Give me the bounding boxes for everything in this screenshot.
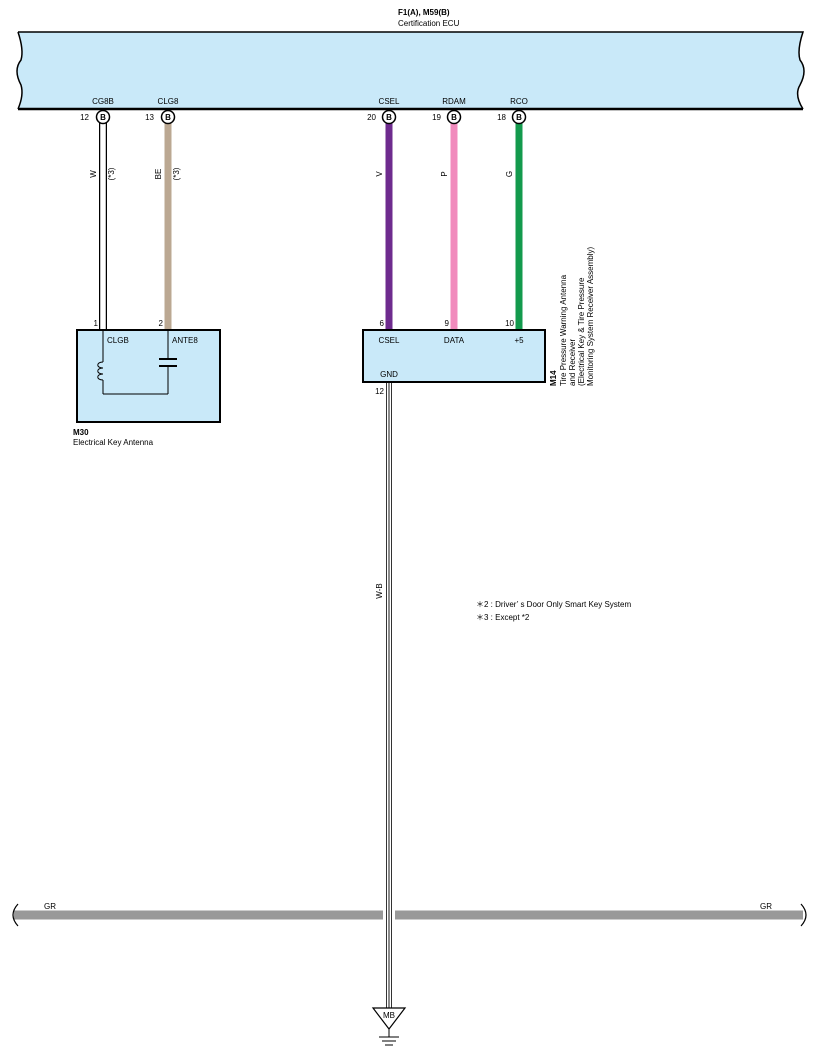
receiver-pin-number-6: 6 <box>380 319 385 328</box>
ecu-box <box>16 31 805 111</box>
ecu-pin-number-rdam: 19 <box>432 113 441 122</box>
note-line: ＊2 : Driver’ s Door Only Smart Key Syste… <box>476 600 631 609</box>
antenna-pin-label-ante8: ANTE8 <box>172 336 198 345</box>
ecu-pin-terminal: B <box>95 109 111 125</box>
ecu-name: Certification ECU <box>398 19 460 28</box>
antenna-name: Electrical Key Antenna <box>73 438 154 447</box>
antenna-pin-label-clgb: CLGB <box>107 336 129 345</box>
ecu-pin-terminal: B <box>511 109 527 125</box>
wire-label-be: BE <box>154 169 163 180</box>
receiver-name-line: (Electrical Key & Tire Pressure <box>577 277 586 386</box>
receiver-pin-label-csel: CSEL <box>379 336 400 345</box>
receiver-pin-number-9: 9 <box>445 319 450 328</box>
antenna-pin-number-1: 1 <box>94 319 99 328</box>
capacitor-icon <box>159 331 177 394</box>
receiver-name-line: Monitoring System Receiver Assembly) <box>586 247 595 386</box>
antenna-pin-number-2: 2 <box>159 319 164 328</box>
ecu-pin-label-rdam: RDAM <box>442 97 466 106</box>
ecu-pin-label-cg8b: CG8B <box>92 97 114 106</box>
receiver-code: M14 <box>549 370 558 386</box>
receiver-gnd-pin-number: 12 <box>375 387 384 396</box>
receiver-name-line: Tire Pressure Warning Antenna <box>559 274 568 386</box>
ecu-pin-label-clg8: CLG8 <box>158 97 179 106</box>
ecu-pin-number-rco: 18 <box>497 113 506 122</box>
antenna-code: M30 <box>73 428 89 437</box>
ecu-pin-terminal: B <box>446 109 462 125</box>
ecu-pin-label-rco: RCO <box>510 97 528 106</box>
receiver-pin-number-10: 10 <box>505 319 514 328</box>
antenna-box <box>76 329 221 423</box>
ecu-pin-connector-rco: B <box>516 113 522 122</box>
wire-note-be: (*3) <box>172 167 181 180</box>
gr-bus <box>12 903 807 927</box>
wire-label-w: W <box>89 170 98 178</box>
ecu-pin-terminal: B <box>160 109 176 125</box>
note-line: ＊3 : Except *2 <box>476 613 530 622</box>
receiver-gnd-label: GND <box>380 370 398 379</box>
receiver-box <box>362 329 546 383</box>
ecu-pin-terminal: B <box>381 109 397 125</box>
ecu-connector-label: F1(A), M59(B) <box>398 8 450 17</box>
ecu-pin-number-clg8: 13 <box>145 113 154 122</box>
receiver-pin-label-plus5: +5 <box>514 336 524 345</box>
wire-label-v: V <box>375 171 384 177</box>
wire-note-w: (*3) <box>107 167 116 180</box>
ecu-pin-connector-clg8: B <box>165 113 171 122</box>
wire-label-w-b: W-B <box>375 583 384 598</box>
wire-w-b <box>383 383 395 1008</box>
ecu-pin-number-csel: 20 <box>367 113 376 122</box>
wire-label-g: G <box>505 171 514 177</box>
ecu-pin-connector-csel: B <box>386 113 392 122</box>
ground-icon <box>371 1007 407 1046</box>
bus-label-left: GR <box>44 902 56 911</box>
receiver-pin-label-data: DATA <box>444 336 465 345</box>
ecu-pin-connector-rdam: B <box>451 113 457 122</box>
coil-icon <box>97 331 168 395</box>
wire-label-p: P <box>440 171 449 176</box>
receiver-name-line: and Receiver <box>568 339 577 386</box>
ecu-pin-connector-cg8b: B <box>100 113 106 122</box>
ecu-pin-label-csel: CSEL <box>379 97 400 106</box>
ecu-pin-number-cg8b: 12 <box>80 113 89 122</box>
ground-point-label: MB <box>383 1011 395 1020</box>
receiver-label: M14 Tire Pressure Warning Antenna and Re… <box>549 247 595 386</box>
bus-label-right: GR <box>760 902 772 911</box>
